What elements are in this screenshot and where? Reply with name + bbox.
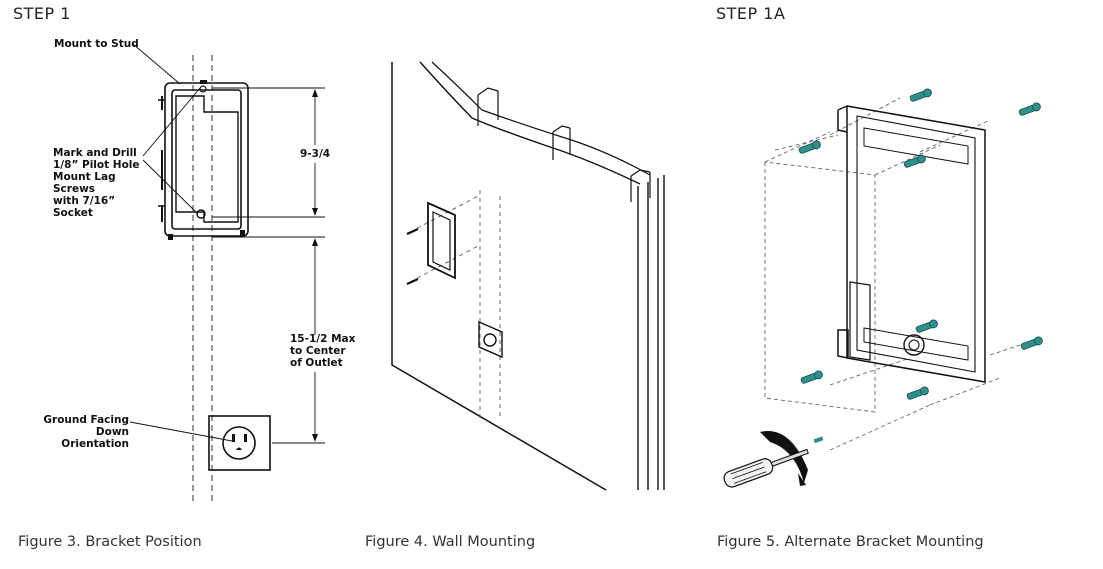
outlet-drawing [208, 415, 271, 471]
screw [406, 277, 419, 286]
callout-line: Mark and Drill [53, 147, 137, 159]
alternate-bracket-drawing [837, 105, 986, 383]
dimension-9-3-4: 9-3/4 [300, 148, 331, 160]
mount-to-stud-label: Mount to Stud [54, 38, 139, 50]
callout-line: 1/8” Pilot Hole [53, 159, 140, 171]
figure-4-wall-mounting [391, 61, 665, 491]
step-1a-heading: STEP 1A [716, 4, 786, 23]
callout-line: Orientation [61, 438, 129, 450]
ground-orientation-callout: Ground Facing Down Orientation [22, 414, 129, 450]
dimension-line: of Outlet [290, 357, 343, 369]
wall-outlet [478, 320, 503, 359]
dimension-line: 15-1/2 Max [290, 333, 356, 345]
figure-3-caption: Figure 3. Bracket Position [18, 534, 202, 550]
screw [406, 227, 419, 236]
figure-5-caption: Figure 5. Alternate Bracket Mounting [717, 534, 984, 550]
teal-screws [798, 88, 1043, 400]
callout-line: with 7/16” Socket [53, 195, 116, 219]
figure-4-caption: Figure 4. Wall Mounting [365, 534, 536, 550]
step-1-heading: STEP 1 [13, 4, 71, 23]
stud-outline [192, 55, 213, 502]
bottom-pilot-hole [196, 209, 206, 219]
callout-line: Mount Lag Screws [53, 171, 116, 195]
screwdriver-drawing [723, 431, 824, 488]
top-pilot-hole [199, 85, 207, 93]
dimension-15-1-2: 15-1/2 Max to Center of Outlet [290, 333, 355, 369]
figure-5-alternate-mounting [723, 88, 1043, 488]
bracket-on-wall [427, 201, 456, 280]
callout-line: Ground Facing Down [43, 414, 129, 438]
figure-3-bracket-position [129, 43, 325, 502]
pilot-hole-callout: Mark and Drill 1/8” Pilot Hole Mount Lag… [53, 147, 151, 219]
dimension-lines [212, 87, 325, 444]
dimension-line: to Center [290, 345, 346, 357]
